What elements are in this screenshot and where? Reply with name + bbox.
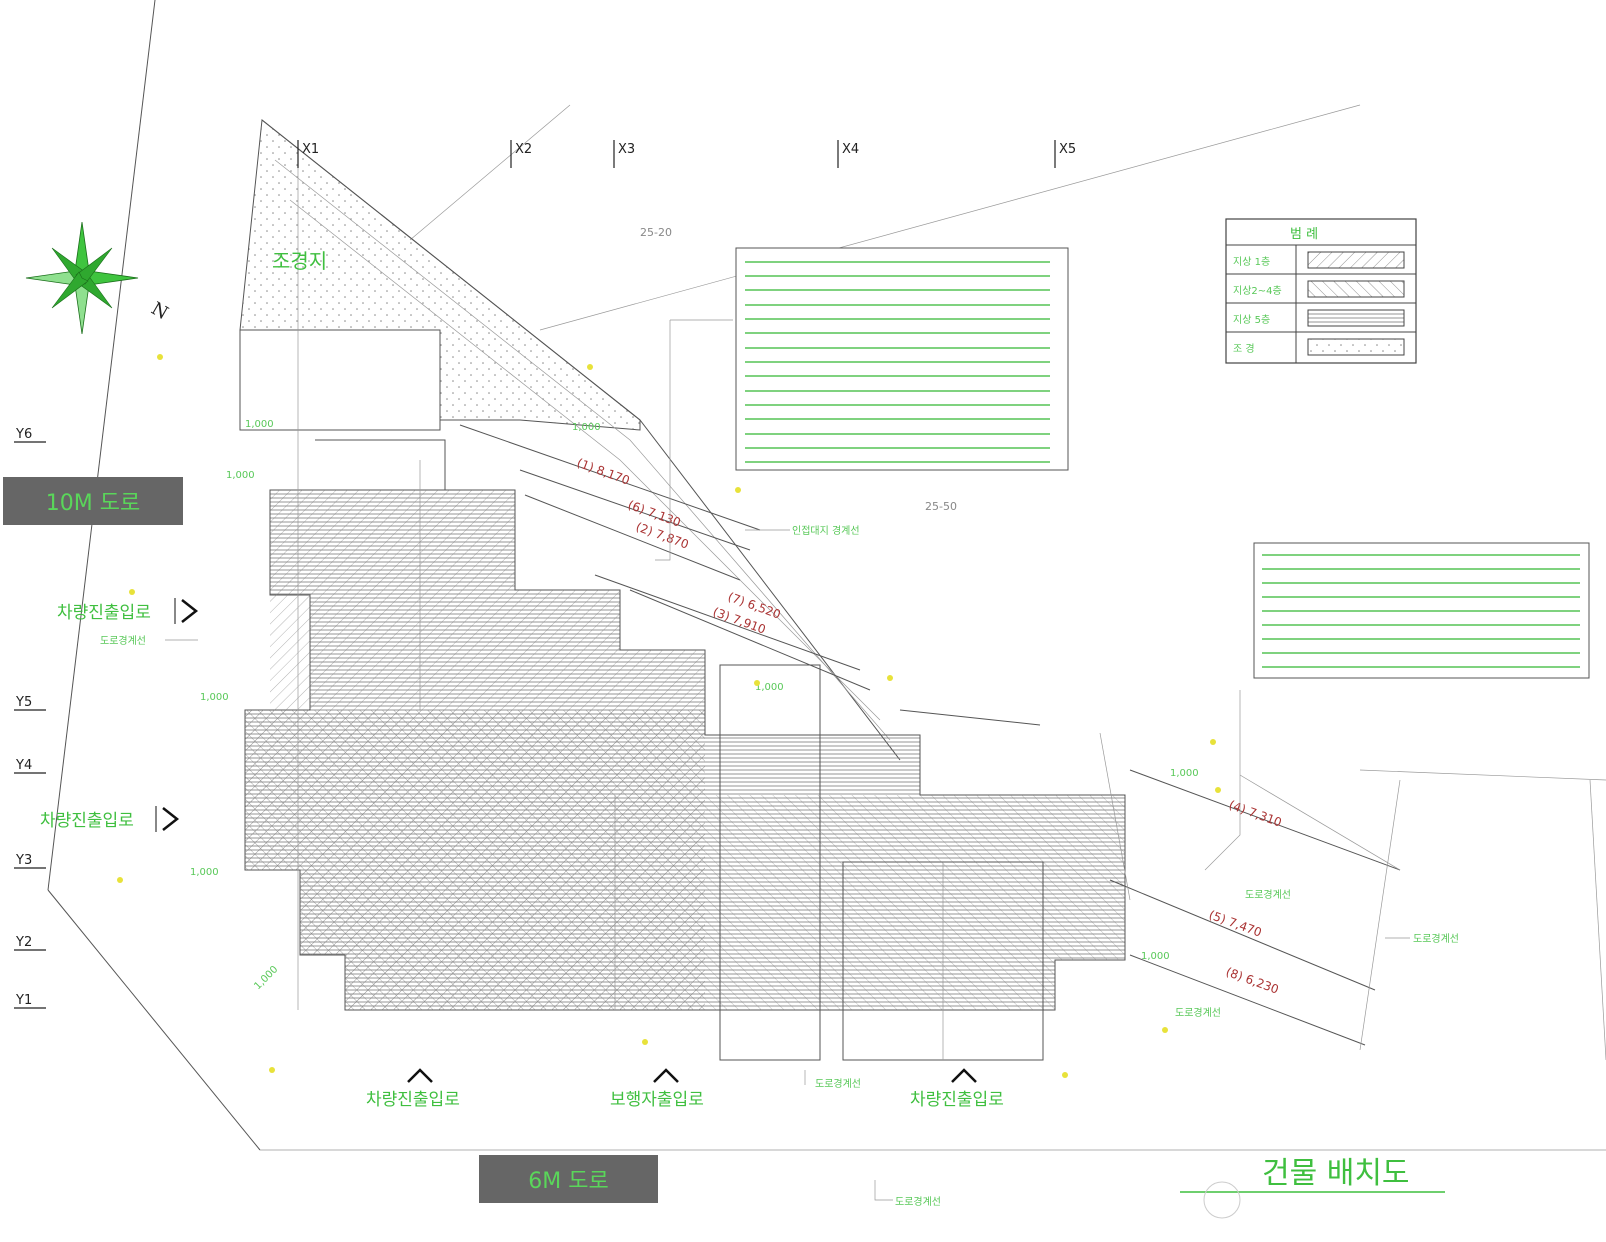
setback-line-7 — [594, 574, 861, 671]
entrance-arrow-s2 — [653, 1068, 679, 1083]
grid-label-y6: Y6 — [15, 427, 32, 442]
legend-title: 범 례 — [1290, 227, 1318, 242]
dim-4: 1,000 — [190, 867, 219, 878]
road-boundary-label-6: 도로경계선 — [895, 1195, 941, 1208]
pedestrian-entrance-s: 보행자출입로 — [610, 1090, 704, 1110]
height-marker-4: (4) 7,310 — [1227, 798, 1284, 830]
lot-label-b: 25-50 — [925, 500, 957, 513]
floor2-hatch — [270, 490, 705, 710]
dim-2: 1,000 — [226, 470, 255, 481]
road-label-south: 6M 도로 — [479, 1155, 658, 1203]
grid-label-y5: Y5 — [15, 695, 32, 710]
vehicle-entrance-s1: 차량진출입로 — [366, 1090, 460, 1110]
setback-line-2 — [524, 494, 741, 581]
road-boundary-label-5: 도로경계선 — [1175, 1006, 1221, 1019]
dim-7: 1,000 — [1170, 768, 1199, 779]
legend-row-2: 지상2~4층 — [1233, 285, 1282, 297]
neighbor-line — [409, 104, 571, 241]
dim-9: 1,000 — [755, 682, 784, 693]
dim-5: 1,000 — [252, 964, 280, 992]
dim-8: 1,000 — [1141, 951, 1170, 962]
setback-line-3 — [629, 589, 871, 691]
elevation-markers — [117, 354, 1221, 1078]
legend-row-1: 지상 1층 — [1233, 256, 1270, 268]
site-boundary-west — [47, 0, 156, 891]
road-boundary-label-3: 도로경계선 — [1245, 888, 1291, 901]
height-marker-5: (5) 7,470 — [1207, 908, 1264, 940]
grid-label-y3: Y3 — [15, 853, 32, 868]
legend-row-4: 조 경 — [1233, 342, 1255, 355]
legend: 범 례 지상 1층 지상2~4층 지상 5층 조 경 — [1225, 218, 1417, 364]
vehicle-entrance-w1: 차량진출입로 — [57, 603, 151, 623]
entrance-arrow-w1 — [181, 599, 199, 623]
height-marker-2: (2) 7,870 — [634, 520, 691, 552]
setback-line-1 — [459, 424, 761, 531]
grid-label-x4: X4 — [842, 142, 859, 157]
entrance-arrow-s3 — [951, 1068, 977, 1083]
setback-east-edge — [1099, 732, 1131, 901]
vehicle-entrance-w2: 차량진출입로 — [40, 811, 134, 831]
height-marker-8: (8) 6,230 — [1224, 965, 1281, 997]
title-symbol-icon — [1203, 1181, 1241, 1219]
road-label-west: 10M 도로 — [3, 477, 183, 525]
setback-edge-2 — [1359, 779, 1401, 1051]
calc-panel-top-lines — [745, 261, 1050, 463]
landscape-label: 조경지 — [272, 249, 327, 273]
grid-label-x2: X2 — [515, 142, 532, 157]
site-boundary-southwest — [47, 889, 261, 1151]
legend-row-3: 지상 5층 — [1233, 314, 1270, 326]
boundary-label: 인접대지 경계선 — [792, 524, 860, 537]
setback-line-8 — [1129, 954, 1366, 1046]
setback-top — [899, 709, 1041, 726]
site-boundary-east — [1359, 769, 1606, 781]
grid-label-y1: Y1 — [15, 993, 32, 1008]
diagonal-edge-3 — [289, 199, 881, 721]
setback-line-6 — [519, 469, 751, 551]
calc-panel-right-lines — [1262, 554, 1580, 668]
road-boundary-label-2: 도로경계선 — [815, 1077, 861, 1090]
setback-line-5 — [1109, 879, 1376, 991]
dim-6: 1,000 — [572, 422, 601, 433]
grid-label-y2: Y2 — [15, 935, 32, 950]
site-boundary-east2 — [1589, 779, 1606, 1061]
grid-label-x1: X1 — [302, 142, 319, 157]
north-label: N — [148, 298, 172, 324]
height-marker-1: (1) 8,170 — [575, 456, 632, 488]
void-area — [239, 329, 441, 431]
floor5-hatch — [705, 795, 1125, 1010]
road-boundary-label: 도로경계선 — [100, 634, 146, 647]
vehicle-entrance-s2: 차량진출입로 — [910, 1090, 1004, 1110]
dim-1: 1,000 — [245, 419, 274, 430]
lot-label-a: 25-20 — [640, 226, 672, 239]
dim-3: 1,000 — [200, 692, 229, 703]
grid-label-x5: X5 — [1059, 142, 1076, 157]
compass-icon — [25, 221, 139, 335]
grid-label-x3: X3 — [618, 142, 635, 157]
floor1-hatch-b — [245, 710, 705, 1010]
setback-edge — [1239, 774, 1401, 871]
page-title: 건물 배치도 — [1262, 1156, 1410, 1191]
diagonal-edge-2 — [274, 159, 891, 741]
calc-panel-top — [735, 247, 1069, 471]
entrance-arrow-w2 — [162, 807, 180, 831]
diagonal-edge — [261, 119, 901, 761]
grid-label-y4: Y4 — [15, 758, 32, 773]
ramp-outline — [719, 664, 821, 1061]
setback-line-4 — [1129, 769, 1401, 871]
neighbor-boundary — [539, 104, 1361, 331]
road-boundary-label-4: 도로경계선 — [1413, 932, 1459, 945]
entrance-arrow-s1 — [407, 1068, 433, 1083]
